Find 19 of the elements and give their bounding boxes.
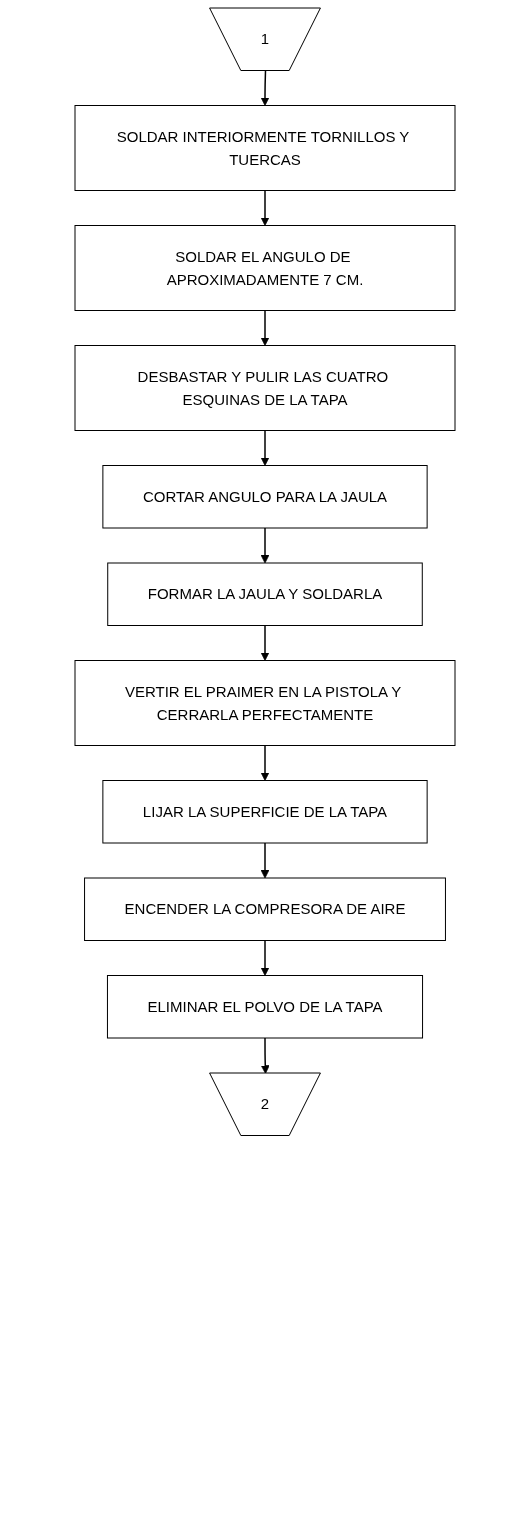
arrow bbox=[260, 842, 270, 879]
arrow bbox=[260, 744, 270, 781]
node-box: LIJAR LA SUPERFICIE DE LA TAPA bbox=[102, 780, 428, 844]
arrow bbox=[260, 1037, 270, 1074]
arrow bbox=[260, 939, 270, 976]
node-box: DESBASTAR Y PULIR LAS CUATRO ESQUINAS DE LA TAPA bbox=[74, 345, 456, 431]
arrow bbox=[260, 429, 270, 466]
node-box: VERTIR EL PRAIMER EN LA PISTOLA Y CERRARLA PERFECTAMENTE bbox=[74, 660, 456, 746]
node-box: ENCENDER LA COMPRESORA DE AIRE bbox=[84, 877, 446, 941]
node-box: SOLDAR INTERIORMENTE TORNILLOS Y TUERCAS bbox=[74, 105, 456, 191]
arrow bbox=[260, 70, 270, 106]
node-box: SOLDAR EL ANGULO DE APROXIMADAMENTE 7 CM. bbox=[74, 225, 456, 311]
arrow bbox=[260, 624, 270, 661]
node-box: FORMAR LA JAULA Y SOLDARLA bbox=[107, 562, 423, 626]
node-box: ELIMINAR EL POLVO DE LA TAPA bbox=[106, 975, 424, 1039]
arrow bbox=[260, 189, 270, 226]
arrow bbox=[260, 527, 270, 564]
arrow bbox=[260, 309, 270, 346]
node-box: CORTAR ANGULO PARA LA JAULA bbox=[102, 465, 428, 529]
